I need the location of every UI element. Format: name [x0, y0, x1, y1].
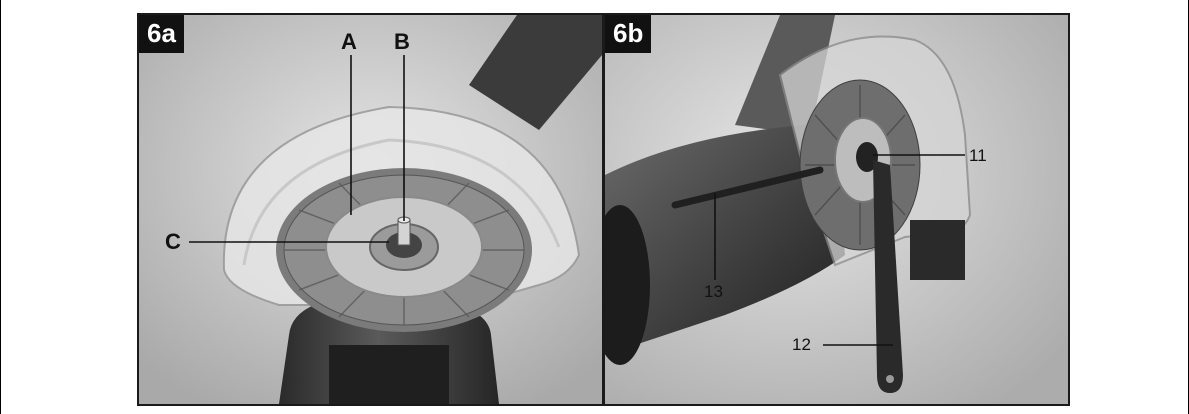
callout-c: C	[165, 229, 181, 254]
figure-6a-photo	[139, 15, 602, 404]
figure-label-6b: 6b	[605, 15, 652, 53]
callout-12: 12	[792, 335, 811, 354]
callout-13: 13	[704, 282, 723, 301]
figure-6b: 6b 11 12 13	[603, 13, 1070, 406]
figure-6a: 6a A B C	[137, 13, 604, 406]
figure-label-6a: 6a	[139, 15, 184, 53]
callout-b: B	[394, 29, 410, 54]
figure-6b-photo	[605, 15, 1068, 404]
callout-11: 11	[969, 146, 987, 165]
callout-a: A	[341, 29, 357, 54]
